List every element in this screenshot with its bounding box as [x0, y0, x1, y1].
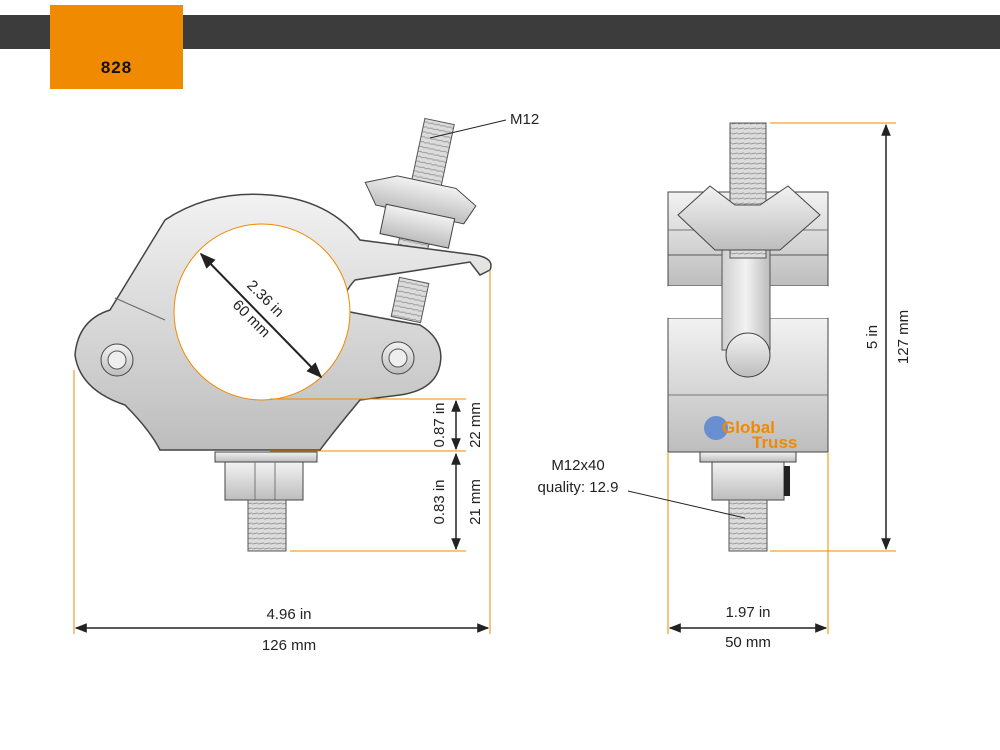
side-width-in: 4.96 in: [266, 606, 311, 623]
thread-label: M12: [510, 111, 539, 128]
front-height-in: 5 in: [864, 325, 881, 349]
upper-height-in: 0.87 in: [431, 402, 448, 447]
bolt-label: M12x40: [551, 457, 604, 474]
bolt-quality: quality: 12.9: [538, 479, 619, 496]
lower-height-in: 0.83 in: [431, 479, 448, 524]
clamp-front-view: Global Truss: [667, 122, 829, 552]
product-code: 828: [100, 58, 133, 77]
front-height-mm: 127 mm: [895, 310, 912, 364]
logo-global: Global: [722, 418, 775, 437]
upper-height-mm: 22 mm: [467, 402, 484, 448]
lower-height-mm: 21 mm: [467, 479, 484, 525]
clamp-side-view: [74, 117, 492, 552]
side-width-mm: 126 mm: [262, 637, 316, 654]
front-width-mm: 50 mm: [725, 634, 771, 651]
product-tab: [50, 5, 183, 89]
front-view-dimensions: 5 in 127 mm 1.97 in 50 mm M12x40 quality…: [538, 122, 912, 651]
logo-truss: Truss: [752, 433, 797, 452]
front-width-in: 1.97 in: [725, 604, 770, 621]
top-bolt: [364, 117, 477, 253]
